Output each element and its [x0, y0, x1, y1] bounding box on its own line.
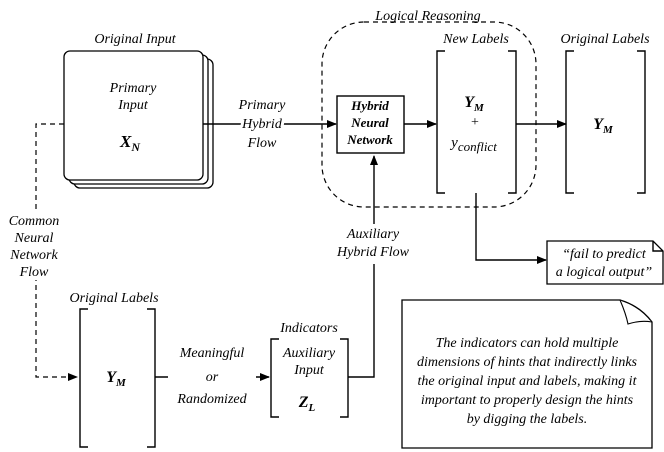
original-input-title: Original Input — [94, 32, 176, 47]
note-line3: the original input and labels, making it — [418, 374, 638, 389]
original-labels-bottom-left-bracket — [79, 308, 88, 448]
new-labels-left-bracket — [436, 50, 445, 194]
new-labels-right-bracket — [508, 50, 517, 194]
logical-reasoning-title: Logical Reasoning — [374, 9, 480, 24]
meaningful-label-3: Randomized — [176, 392, 247, 407]
aux-flow-label-2: Hybrid Flow — [336, 245, 410, 260]
original-labels-top-left-bracket — [565, 50, 574, 194]
new-labels-title: New Labels — [442, 32, 509, 47]
indicators-left-bracket — [270, 338, 279, 418]
common-flow-label-1: Common — [9, 214, 60, 229]
hybrid-nn-line1: Hybrid — [350, 98, 389, 113]
fail-note-line2: a logical output” — [556, 265, 653, 280]
primary-flow-label-3: Flow — [247, 136, 277, 151]
hybrid-nn-line3: Network — [346, 132, 393, 147]
common-flow-label-2: Neural — [14, 231, 54, 246]
fail-note-box — [546, 240, 664, 285]
x-n-variable: XN — [119, 132, 141, 154]
note-box — [401, 299, 653, 449]
primary-flow-label-1: Primary — [238, 98, 286, 113]
common-flow-label-4: Flow — [19, 265, 49, 280]
meaningful-label-2: or — [206, 370, 219, 385]
hybrid-nn-line2: Neural — [350, 115, 389, 130]
indicators-right-bracket — [340, 338, 349, 418]
original-labels-bottom-right-bracket — [147, 308, 156, 448]
note-line1: The indicators can hold multiple — [436, 336, 619, 351]
aux-flow-label-1: Auxiliary — [346, 227, 400, 242]
fail-note-connector — [475, 193, 547, 264]
new-labels-plus: + — [471, 115, 479, 130]
original-labels-bottom-title: Original Labels — [69, 291, 159, 306]
note-line4: important to properly design the hints — [421, 393, 634, 408]
logical-reasoning-group — [321, 21, 537, 208]
original-labels-top-y-m: YM — [593, 116, 614, 136]
aux-flow-arrow — [348, 155, 378, 378]
new-labels-y-conflict: yconflict — [449, 135, 497, 154]
common-flow-label-bg — [2, 210, 72, 280]
meaningful-label-1: Meaningful — [179, 346, 245, 361]
original-labels-bottom-y-m: YM — [106, 369, 127, 389]
fail-note-line1: “fail to predict — [562, 247, 647, 262]
indicators-aux-line1: Auxiliary — [282, 346, 336, 361]
primary-input-line2: Input — [117, 98, 149, 113]
common-flow-label-3: Network — [9, 248, 58, 263]
indicators-title: Indicators — [279, 321, 338, 336]
new-labels-y-m: YM — [464, 94, 485, 114]
indicators-aux-line2: Input — [293, 363, 325, 378]
note-line2: dimensions of hints that indirectly link… — [417, 355, 638, 370]
original-labels-top-right-bracket — [637, 50, 646, 194]
aux-flow-label-bg — [325, 224, 423, 264]
z-l-variable: ZL — [298, 394, 316, 414]
original-input-stack — [63, 50, 214, 189]
primary-input-line1: Primary — [109, 81, 157, 96]
note-fold — [619, 299, 653, 325]
primary-flow-label-2: Hybrid — [241, 117, 283, 132]
note-line5: by digging the labels. — [467, 412, 588, 427]
fail-note-fold — [652, 241, 663, 252]
original-labels-top-title: Original Labels — [560, 32, 650, 47]
meaningful-label-bg — [168, 360, 256, 394]
